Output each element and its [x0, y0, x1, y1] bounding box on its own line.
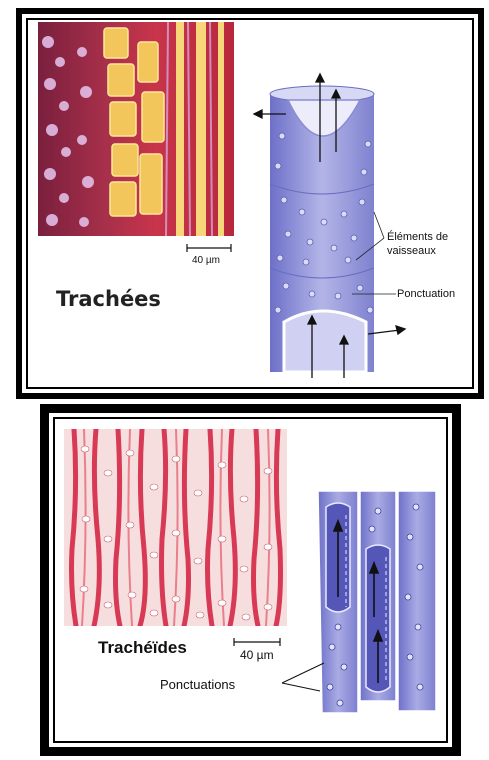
panel-title-tracheides: Trachéïdes — [98, 638, 187, 658]
scale-label: 40 µm — [192, 255, 220, 266]
tracheid-drawing — [260, 487, 440, 715]
vessel-micrograph — [38, 22, 234, 236]
vessel-element-drawing — [248, 72, 408, 380]
scale-bar — [185, 243, 233, 253]
label-ponctuations: Ponctuations — [160, 677, 235, 692]
tracheid-micrograph — [64, 429, 287, 626]
label-ponctuation: Ponctuation — [397, 288, 455, 300]
label-elements-vaisseaux: Éléments de vaisseaux — [387, 230, 461, 258]
panel-title-trachees: Trachées — [56, 287, 161, 311]
